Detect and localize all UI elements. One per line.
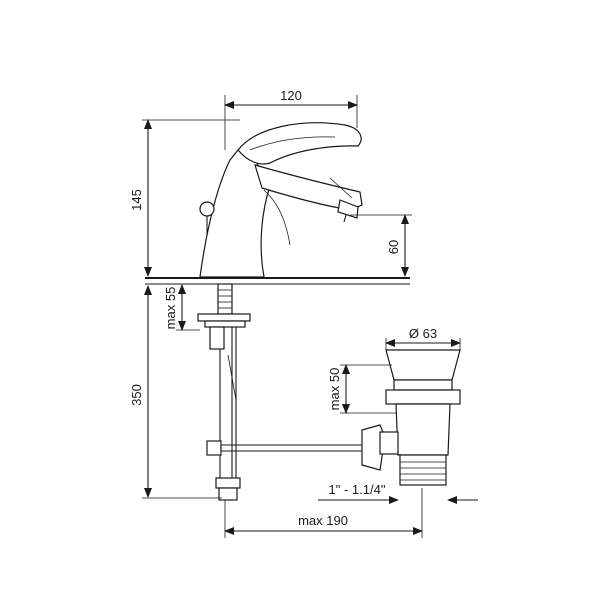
- label-thread: 1" - 1.1/4": [329, 482, 386, 497]
- label-spout-reach: 120: [280, 88, 302, 103]
- label-max-counter: max 55: [163, 287, 178, 330]
- dim-max-counter: [176, 284, 200, 331]
- drain-assembly: [361, 349, 461, 486]
- label-faucet-height: 145: [129, 189, 144, 211]
- dim-faucet-height: [142, 119, 240, 277]
- dim-below-counter: [142, 285, 222, 499]
- countertop: [145, 277, 410, 285]
- label-drain-diameter: Ø 63: [409, 326, 437, 341]
- dim-spout-reach: [224, 95, 358, 150]
- label-spout-height: 60: [386, 240, 401, 254]
- dim-max-distance: [224, 488, 423, 538]
- label-max-distance: max 190: [298, 513, 348, 528]
- dim-drain-diameter: [385, 338, 461, 350]
- label-drain-height: max 50: [327, 368, 342, 411]
- faucet-body: [199, 122, 363, 278]
- under-counter-assembly: [197, 283, 365, 501]
- dim-spout-height: [350, 214, 412, 277]
- label-below-counter: 350: [129, 384, 144, 406]
- dim-drain-height: [340, 364, 396, 414]
